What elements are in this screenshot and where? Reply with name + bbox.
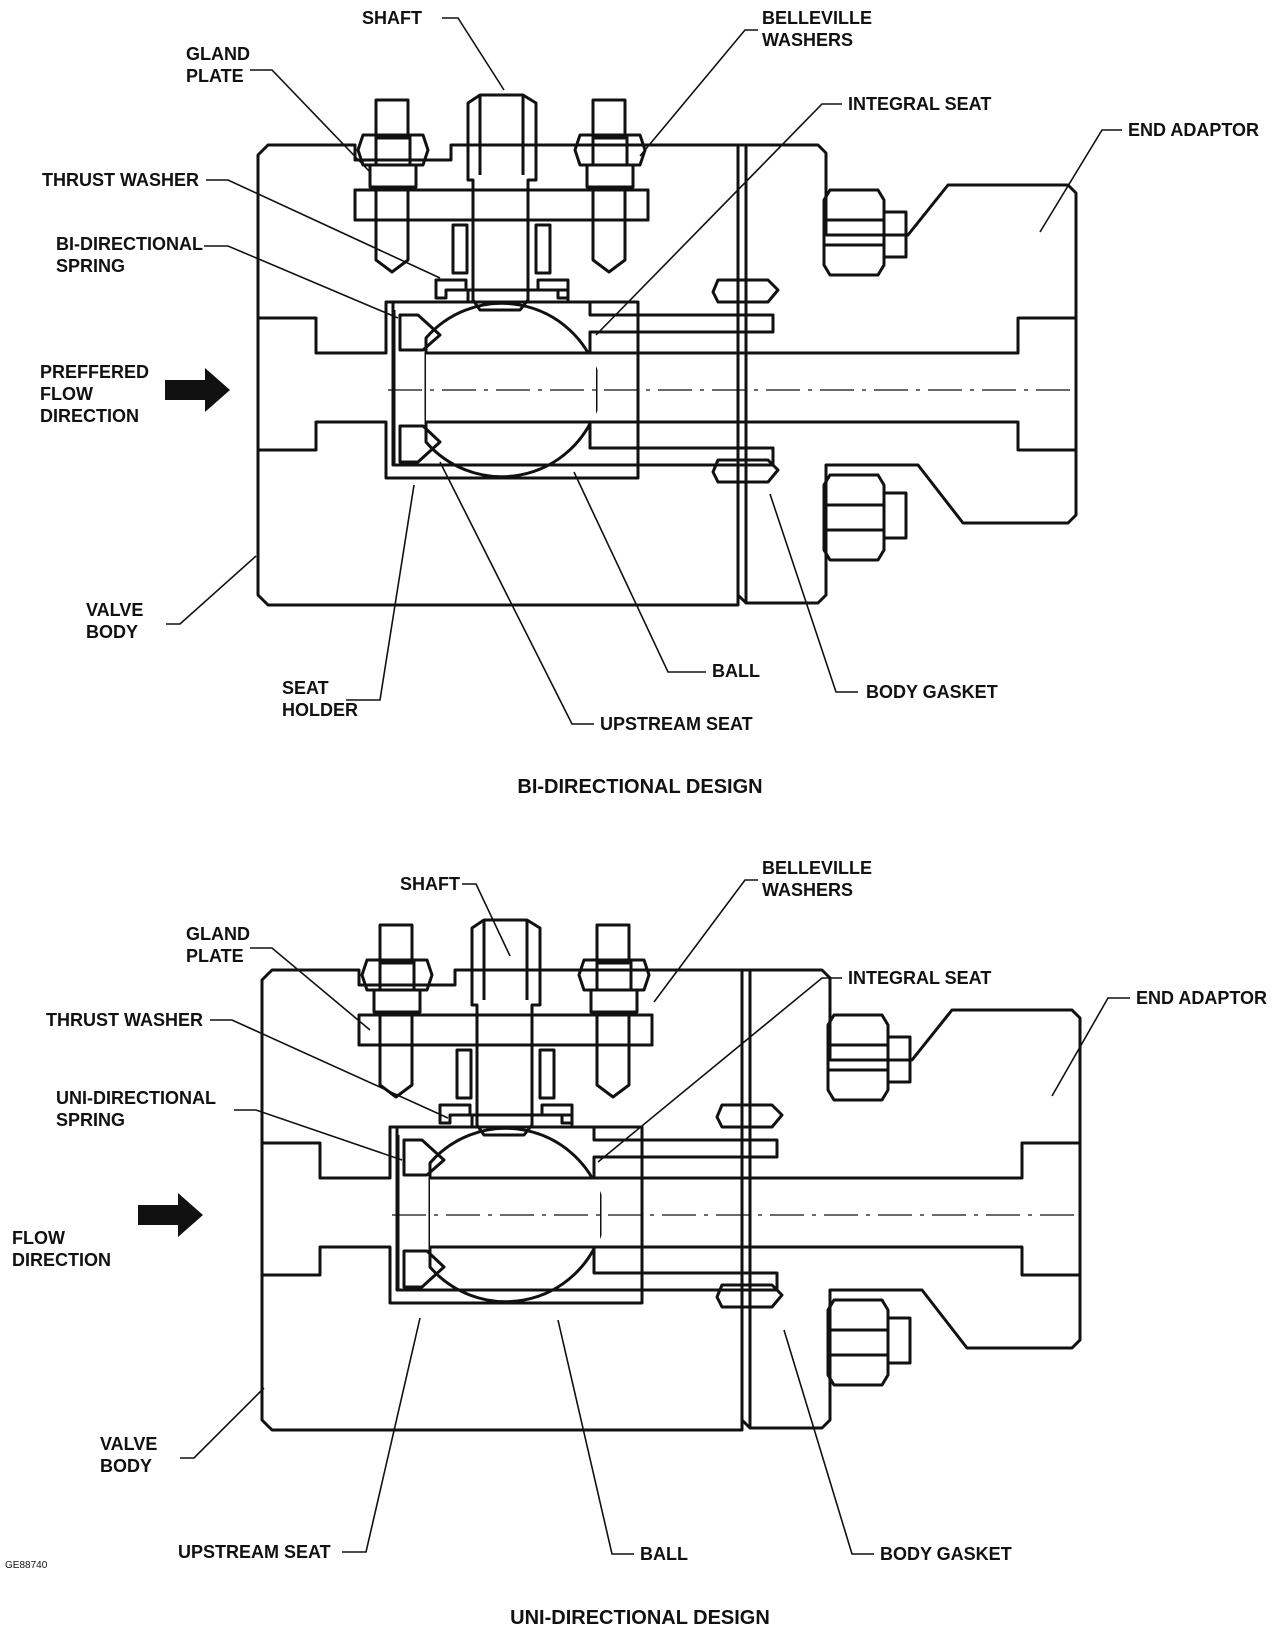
flow-arrow-icon xyxy=(138,1193,203,1237)
label-gland-2: PLATE xyxy=(186,66,244,86)
label-spring-2: SPRING xyxy=(56,1110,125,1130)
label-valve-body-2: BODY xyxy=(100,1456,152,1476)
label-flow-2: FLOW xyxy=(40,384,93,404)
label-flow-3: DIRECTION xyxy=(40,406,139,426)
label-integral-seat: INTEGRAL SEAT xyxy=(848,94,991,114)
label-gland-1: GLAND xyxy=(186,924,250,944)
label-body-gasket: BODY GASKET xyxy=(866,682,998,702)
label-gland-1: GLAND xyxy=(186,44,250,64)
label-belleville-2: WASHERS xyxy=(762,880,853,900)
uni-directional-section: SHAFT BELLEVILLE WASHERS GLAND PLATE INT… xyxy=(5,858,1267,1629)
label-upstream-seat: UPSTREAM SEAT xyxy=(600,714,753,734)
leader-lines-bottom xyxy=(180,879,1130,1555)
label-gland-2: PLATE xyxy=(186,946,244,966)
label-spring-1: UNI-DIRECTIONAL xyxy=(56,1088,216,1108)
label-body-gasket: BODY GASKET xyxy=(880,1544,1012,1564)
label-thrust-washer: THRUST WASHER xyxy=(42,170,199,190)
flow-arrow-icon xyxy=(165,368,230,412)
label-ball: BALL xyxy=(712,661,760,681)
label-spring-1: BI-DIRECTIONAL xyxy=(56,234,203,254)
uni-directional-valve-drawing xyxy=(260,918,1084,1432)
figure-id: GE88740 xyxy=(5,1560,48,1571)
label-flow-1: FLOW xyxy=(12,1228,65,1248)
label-ball: BALL xyxy=(640,1544,688,1564)
label-thrust-washer: THRUST WASHER xyxy=(46,1010,203,1030)
label-end-adaptor: END ADAPTOR xyxy=(1136,988,1267,1008)
label-seat-holder-1: SEAT xyxy=(282,678,329,698)
label-seat-holder-2: HOLDER xyxy=(282,700,358,720)
label-shaft: SHAFT xyxy=(362,8,422,28)
label-belleville-1: BELLEVILLE xyxy=(762,858,872,878)
bi-directional-section: SHAFT BELLEVILLE WASHERS GLAND PLATE INT… xyxy=(40,8,1259,798)
label-upstream-seat: UPSTREAM SEAT xyxy=(178,1542,331,1562)
label-flow-1: PREFFERED xyxy=(40,362,149,382)
label-valve-body-2: BODY xyxy=(86,622,138,642)
label-spring-2: SPRING xyxy=(56,256,125,276)
label-end-adaptor: END ADAPTOR xyxy=(1128,120,1259,140)
caption-bi-directional: BI-DIRECTIONAL DESIGN xyxy=(517,776,762,798)
bi-directional-valve-drawing xyxy=(256,93,1080,607)
caption-uni-directional: UNI-DIRECTIONAL DESIGN xyxy=(510,1607,770,1629)
label-belleville-2: WASHERS xyxy=(762,30,853,50)
label-valve-body-1: VALVE xyxy=(86,600,143,620)
label-belleville-1: BELLEVILLE xyxy=(762,8,872,28)
leader-lines-top xyxy=(166,17,1122,725)
label-integral-seat: INTEGRAL SEAT xyxy=(848,968,991,988)
label-flow-2: DIRECTION xyxy=(12,1250,111,1270)
label-valve-body-1: VALVE xyxy=(100,1434,157,1454)
label-shaft: SHAFT xyxy=(400,874,460,894)
